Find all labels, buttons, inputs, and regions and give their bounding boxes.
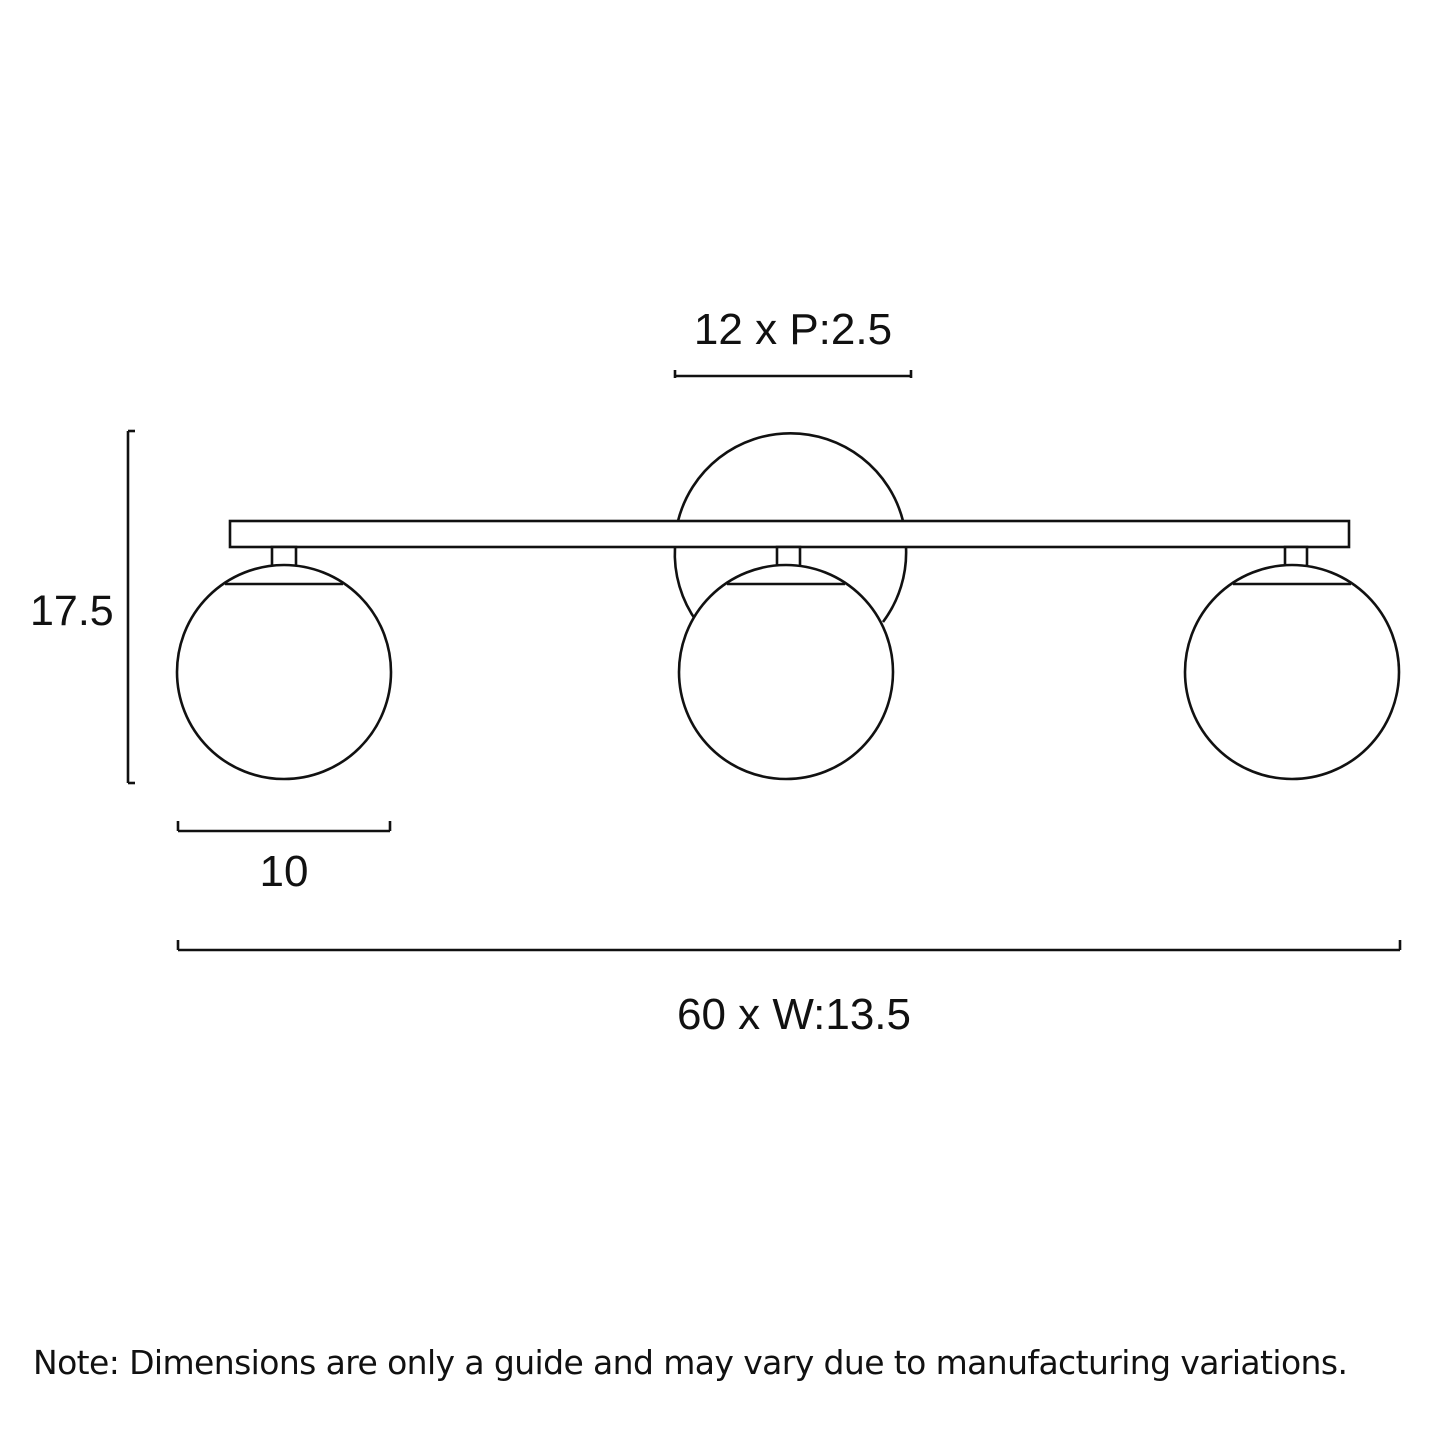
dimensions-disclaimer-note: Note: Dimensions are only a guide and ma… <box>33 1343 1348 1382</box>
globe-width-dimension-label: 10 <box>259 847 309 896</box>
globe-width-dimension-line <box>176 821 392 833</box>
backplate-dimension-line <box>673 370 913 378</box>
overall-width-dimension-label: 60 x W:13.5 <box>677 990 911 1039</box>
center-globe <box>677 545 895 781</box>
backplate-dimension-label: 12 x P:2.5 <box>693 305 893 354</box>
right-stem <box>1283 545 1309 568</box>
left-globe <box>175 545 393 781</box>
backplate-circle <box>673 432 908 623</box>
height-dimension-label: 17.5 <box>30 587 114 635</box>
right-globe <box>1183 545 1401 781</box>
height-dimension-line <box>126 429 135 785</box>
overall-width-dimension-line <box>176 940 1402 952</box>
mounting-bar <box>228 519 1351 549</box>
